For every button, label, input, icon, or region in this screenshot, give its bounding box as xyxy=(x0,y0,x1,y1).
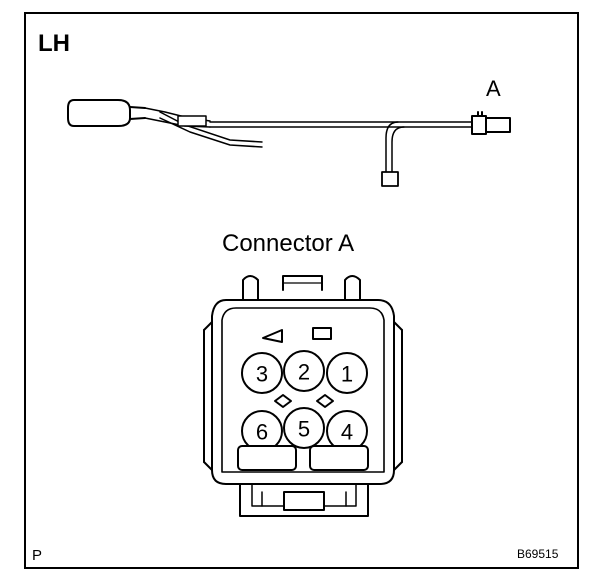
harness-plug xyxy=(67,99,263,148)
pin-label-3: 3 xyxy=(256,362,268,387)
pin-label-6: 6 xyxy=(256,420,268,445)
figure-id: B69515 xyxy=(517,547,559,561)
pin-label-2: 2 xyxy=(298,360,310,385)
pin-label-1: 1 xyxy=(341,362,353,387)
pin-label-4: 4 xyxy=(341,420,353,445)
connector-callout-label: A xyxy=(486,76,501,101)
connector-a-face xyxy=(203,275,403,517)
diagram-frame xyxy=(24,12,579,569)
connector-a-plug xyxy=(471,111,511,135)
side-label: LH xyxy=(38,30,70,57)
corner-mark: P xyxy=(32,547,43,564)
connector-title: Connector A xyxy=(222,230,355,257)
pin-label-5: 5 xyxy=(298,417,310,442)
harness-wire xyxy=(209,121,473,187)
